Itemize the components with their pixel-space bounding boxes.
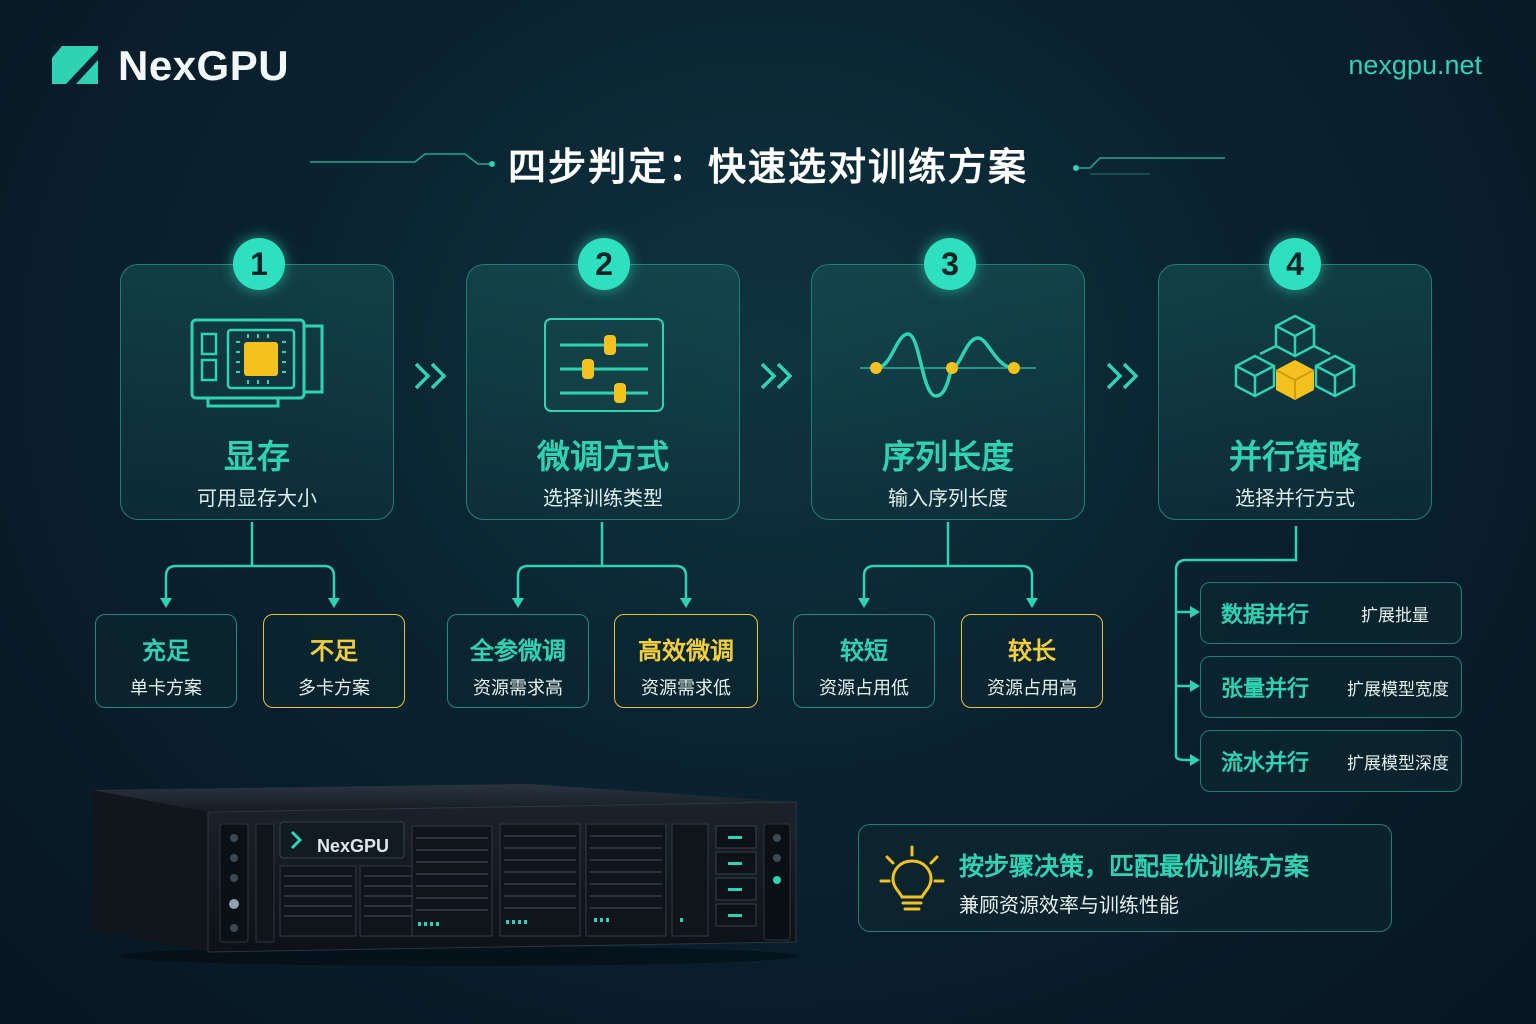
lightbulb-icon: [879, 845, 945, 911]
step-subtitle: 可用显存大小: [197, 486, 317, 510]
sliders-icon: [544, 318, 664, 412]
option-title: 不足: [310, 637, 358, 665]
parallel-option[interactable]: 数据并行 扩展批量: [1200, 582, 1462, 644]
option-sub: 资源占用高: [987, 678, 1077, 699]
cubes-icon: [1234, 314, 1356, 400]
parallel-option[interactable]: 张量并行 扩展模型宽度: [1200, 656, 1462, 718]
step-subtitle: 输入序列长度: [888, 486, 1008, 510]
option-title: 高效微调: [638, 637, 734, 665]
step-number-badge: 1: [233, 238, 285, 290]
option-sub: 单卡方案: [130, 678, 202, 699]
brand-name: NexGPU: [118, 42, 290, 89]
parallel-sub: 扩展批量: [1361, 606, 1429, 626]
tip-box: 按步骤决策，匹配最优训练方案 兼顾资源效率与训练性能: [858, 824, 1392, 932]
step-card-vram: [120, 264, 394, 520]
gpu-server-illustration: [92, 784, 798, 966]
parallel-title: 流水并行: [1221, 751, 1310, 776]
option-box[interactable]: 较短 资源占用低: [793, 614, 935, 708]
parallel-option[interactable]: 流水并行 扩展模型深度: [1200, 730, 1462, 792]
tip-subtitle: 兼顾资源效率与训练性能: [959, 893, 1179, 917]
parallel-sub: 扩展模型宽度: [1347, 680, 1449, 700]
parallel-sub: 扩展模型深度: [1347, 754, 1449, 774]
option-box[interactable]: 全参微调 资源需求高: [447, 614, 589, 708]
option-title: 较长: [1008, 637, 1056, 665]
option-title: 充足: [142, 637, 190, 665]
branch-connectors: [160, 522, 1298, 766]
step-title: 显存: [224, 437, 290, 476]
page-title: 四步判定：快速选对训练方案: [507, 145, 1028, 189]
server-brand-label: NexGPU: [317, 836, 390, 856]
option-title: 较短: [840, 637, 888, 665]
option-box[interactable]: 不足 多卡方案: [263, 614, 405, 708]
option-sub: 资源占用低: [819, 678, 909, 699]
step-number-badge: 4: [1269, 238, 1321, 290]
step-number-badge: 3: [924, 238, 976, 290]
option-title: 全参微调: [470, 637, 566, 665]
double-chevron-right-icon: [1106, 362, 1139, 390]
title-decoration: [310, 153, 1225, 175]
step-subtitle: 选择并行方式: [1235, 486, 1355, 510]
double-chevron-right-icon: [414, 362, 447, 390]
option-box[interactable]: 高效微调 资源需求低: [614, 614, 758, 708]
option-box[interactable]: 充足 单卡方案: [95, 614, 237, 708]
site-url[interactable]: nexgpu.net: [1348, 50, 1482, 80]
double-chevron-right-icon: [760, 362, 793, 390]
parallel-title: 数据并行: [1221, 603, 1310, 628]
tip-title: 按步骤决策，匹配最优训练方案: [959, 852, 1310, 881]
option-sub: 资源需求低: [641, 678, 731, 699]
parallel-title: 张量并行: [1221, 677, 1310, 702]
step-title: 并行策略: [1229, 437, 1361, 476]
option-sub: 多卡方案: [298, 678, 370, 699]
gpu-card-icon: [190, 318, 324, 408]
option-sub: 资源需求高: [473, 678, 563, 699]
step-number-badge: 2: [578, 238, 630, 290]
option-box[interactable]: 较长 资源占用高: [961, 614, 1103, 708]
step-title: 微调方式: [537, 437, 669, 476]
step-title: 序列长度: [882, 437, 1014, 476]
nexgpu-logo-icon: [52, 46, 98, 84]
step-card-seqlen: [811, 264, 1085, 520]
waveform-icon: [860, 332, 1036, 398]
step-subtitle: 选择训练类型: [543, 486, 663, 510]
